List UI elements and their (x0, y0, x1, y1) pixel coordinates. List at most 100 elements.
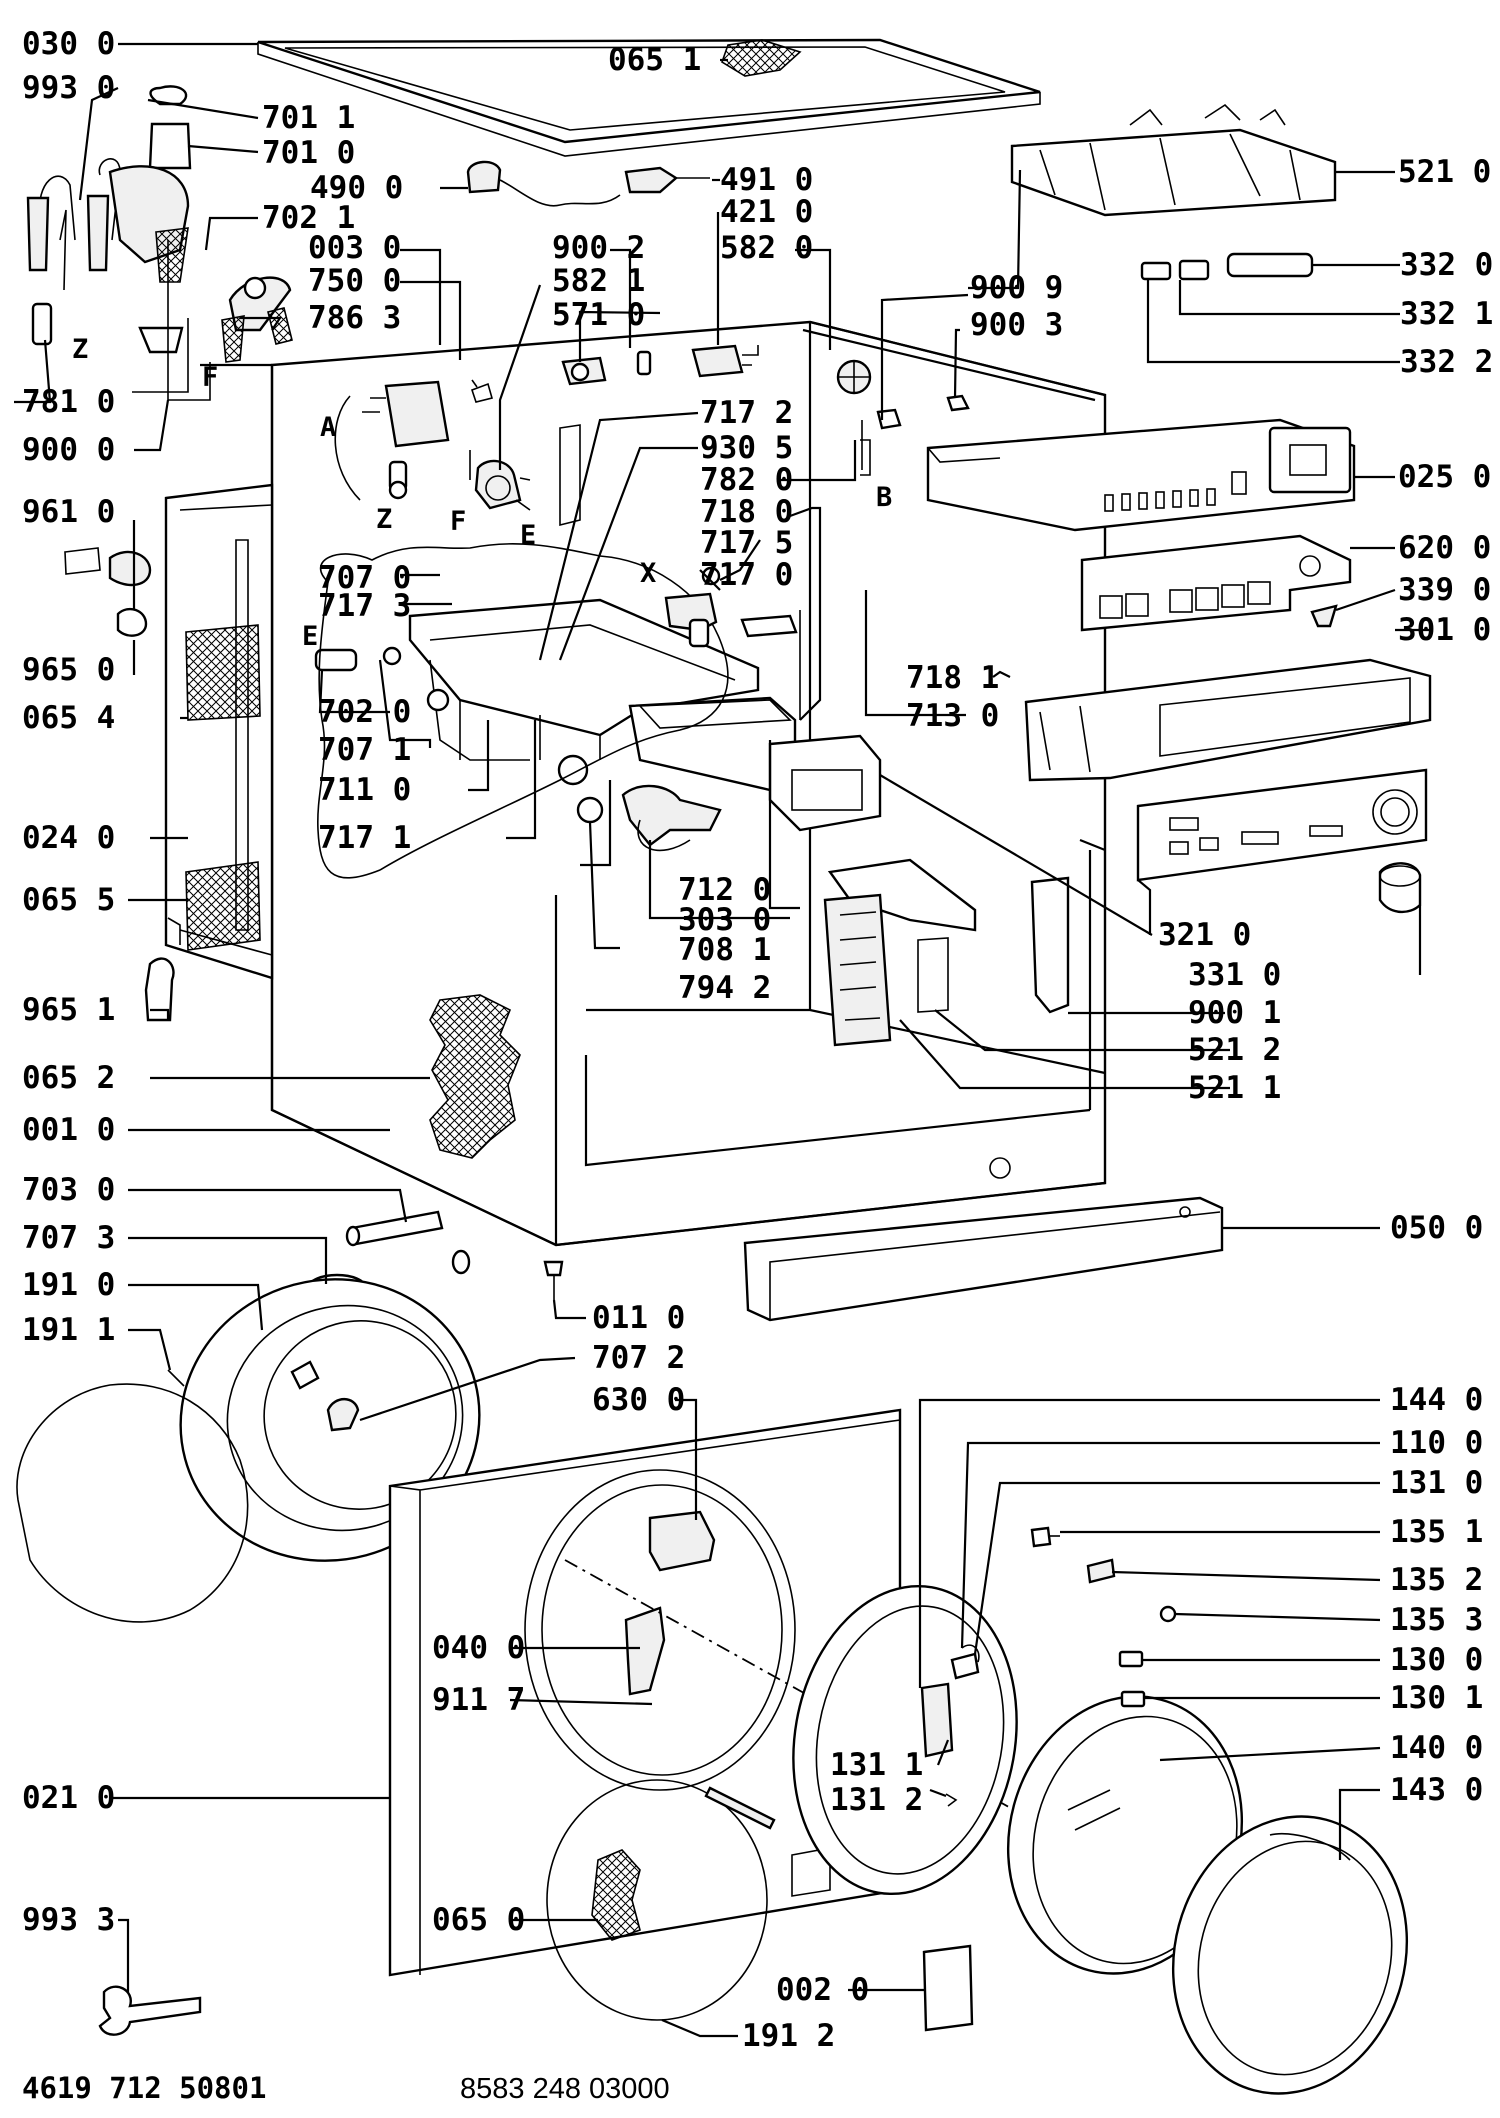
lower-right-brackets (823, 858, 1070, 1047)
label-702-1: 702 1 (262, 200, 355, 236)
part-number-labels: 030 0 065 1 993 0 701 1 701 0 490 0 491 … (22, 26, 1493, 2054)
label-717-5: 717 5 (700, 525, 793, 561)
label-421-0: 421 0 (720, 194, 813, 230)
label-701-0: 701 0 (262, 135, 355, 171)
label-794-2: 794 2 (678, 970, 771, 1006)
label-717-3: 717 3 (318, 588, 411, 624)
label-521-2: 521 2 (1188, 1032, 1281, 1068)
label-718-0: 718 0 (700, 494, 793, 530)
label-332-0: 332 0 (1400, 247, 1493, 283)
label-750-0: 750 0 (308, 263, 401, 299)
inlet-block-drawing (334, 380, 581, 527)
electronic-board-drawing (1080, 534, 1352, 632)
label-711-0: 711 0 (318, 772, 411, 808)
footer-left-code: 4619 712 50801 (22, 2071, 266, 2105)
front-bezel-drawing (1024, 658, 1432, 782)
label-961-0: 961 0 (22, 494, 115, 530)
front-panel-drawing (388, 1408, 1141, 1977)
label-332-1: 332 1 (1400, 296, 1493, 332)
label-965-0: 965 0 (22, 652, 115, 688)
label-065-2: 065 2 (22, 1060, 115, 1096)
label-021-0: 021 0 (22, 1780, 115, 1816)
label-131-2: 131 2 (830, 1782, 923, 1818)
label-718-1: 718 1 (906, 660, 999, 696)
top-lid-drawing (257, 38, 1041, 157)
label-303-0: 303 0 (678, 902, 771, 938)
label-707-2: 707 2 (592, 1340, 685, 1376)
label-030-0: 030 0 (22, 26, 115, 62)
label-582-0: 582 0 (720, 230, 813, 266)
label-782-0: 782 0 (700, 462, 793, 498)
cabinet-drawing (200, 320, 1107, 1247)
marker-x: X (640, 558, 656, 589)
label-703-0: 703 0 (22, 1172, 115, 1208)
left-small-parts (64, 547, 175, 1022)
dispenser-drawing (314, 598, 882, 852)
label-521-0: 521 0 (1398, 154, 1491, 190)
label-301-0: 301 0 (1398, 612, 1491, 648)
label-191-0: 191 0 (22, 1267, 115, 1303)
label-993-0: 993 0 (22, 70, 115, 106)
letter-markers: A Z F Z F E E B X (72, 334, 892, 652)
label-110-0: 110 0 (1390, 1425, 1483, 1461)
label-332-2: 332 2 (1400, 344, 1493, 380)
label-135-2: 135 2 (1390, 1562, 1483, 1598)
label-331-0: 331 0 (1188, 957, 1281, 993)
label-191-1: 191 1 (22, 1312, 115, 1348)
label-717-0: 717 0 (700, 557, 793, 593)
label-135-1: 135 1 (1390, 1514, 1483, 1550)
label-040-0: 040 0 (432, 1630, 525, 1666)
upper-electrical-parts (466, 160, 970, 430)
label-930-5: 930 5 (700, 430, 793, 466)
label-717-1: 717 1 (318, 820, 411, 856)
label-065-5: 065 5 (22, 882, 115, 918)
label-143-0: 143 0 (1390, 1772, 1483, 1808)
door-glass-drawing (1006, 1695, 1409, 2095)
label-065-1: 065 1 (608, 42, 701, 78)
label-050-0: 050 0 (1390, 1210, 1483, 1246)
label-708-1: 708 1 (678, 932, 771, 968)
marker-f-mid: F (450, 506, 466, 537)
label-490-0: 490 0 (310, 170, 403, 206)
label-713-0: 713 0 (906, 698, 999, 734)
label-900-1: 900 1 (1188, 995, 1281, 1031)
label-130-0: 130 0 (1390, 1642, 1483, 1678)
label-786-3: 786 3 (308, 300, 401, 336)
label-900-0: 900 0 (22, 432, 115, 468)
label-135-3: 135 3 (1390, 1602, 1483, 1638)
valve-718-drawing (664, 420, 871, 720)
marker-a: A (320, 412, 336, 443)
label-321-0: 321 0 (1158, 917, 1251, 953)
label-717-2: 717 2 (700, 395, 793, 431)
label-011-0: 011 0 (592, 1300, 685, 1336)
label-582-1: 582 1 (552, 263, 645, 299)
marker-b: B (876, 482, 892, 513)
label-630-0: 630 0 (592, 1382, 685, 1418)
fastener-drawings (945, 1526, 1177, 1807)
display-panel-drawing (1136, 768, 1428, 914)
lower-door-cover (546, 1779, 776, 2021)
label-993-3: 993 3 (22, 1902, 115, 1938)
label-900-9: 900 9 (970, 270, 1063, 306)
spanner-drawing (98, 1985, 202, 2036)
marker-z-mid: Z (376, 504, 392, 535)
marker-e-left: E (302, 621, 318, 652)
label-001-0: 001 0 (22, 1112, 115, 1148)
kickplate-drawing (743, 1196, 1224, 1322)
label-620-0: 620 0 (1398, 530, 1491, 566)
footer-right-code: 8583 248 03000 (460, 2073, 670, 2105)
label-900-2: 900 2 (552, 230, 645, 266)
label-130-1: 130 1 (1390, 1680, 1483, 1716)
label-911-7: 911 7 (432, 1682, 525, 1718)
label-521-1: 521 1 (1188, 1070, 1281, 1106)
label-701-1: 701 1 (262, 100, 355, 136)
marker-e-mid: E (520, 520, 536, 551)
label-339-0: 339 0 (1398, 572, 1491, 608)
label-712-0: 712 0 (678, 872, 771, 908)
leader-lines (14, 42, 1430, 2038)
label-140-0: 140 0 (1390, 1730, 1483, 1766)
label-131-1: 131 1 (830, 1747, 923, 1783)
label-965-1: 965 1 (22, 992, 115, 1028)
footer: 4619 712 50801 8583 248 03000 (22, 2071, 670, 2105)
